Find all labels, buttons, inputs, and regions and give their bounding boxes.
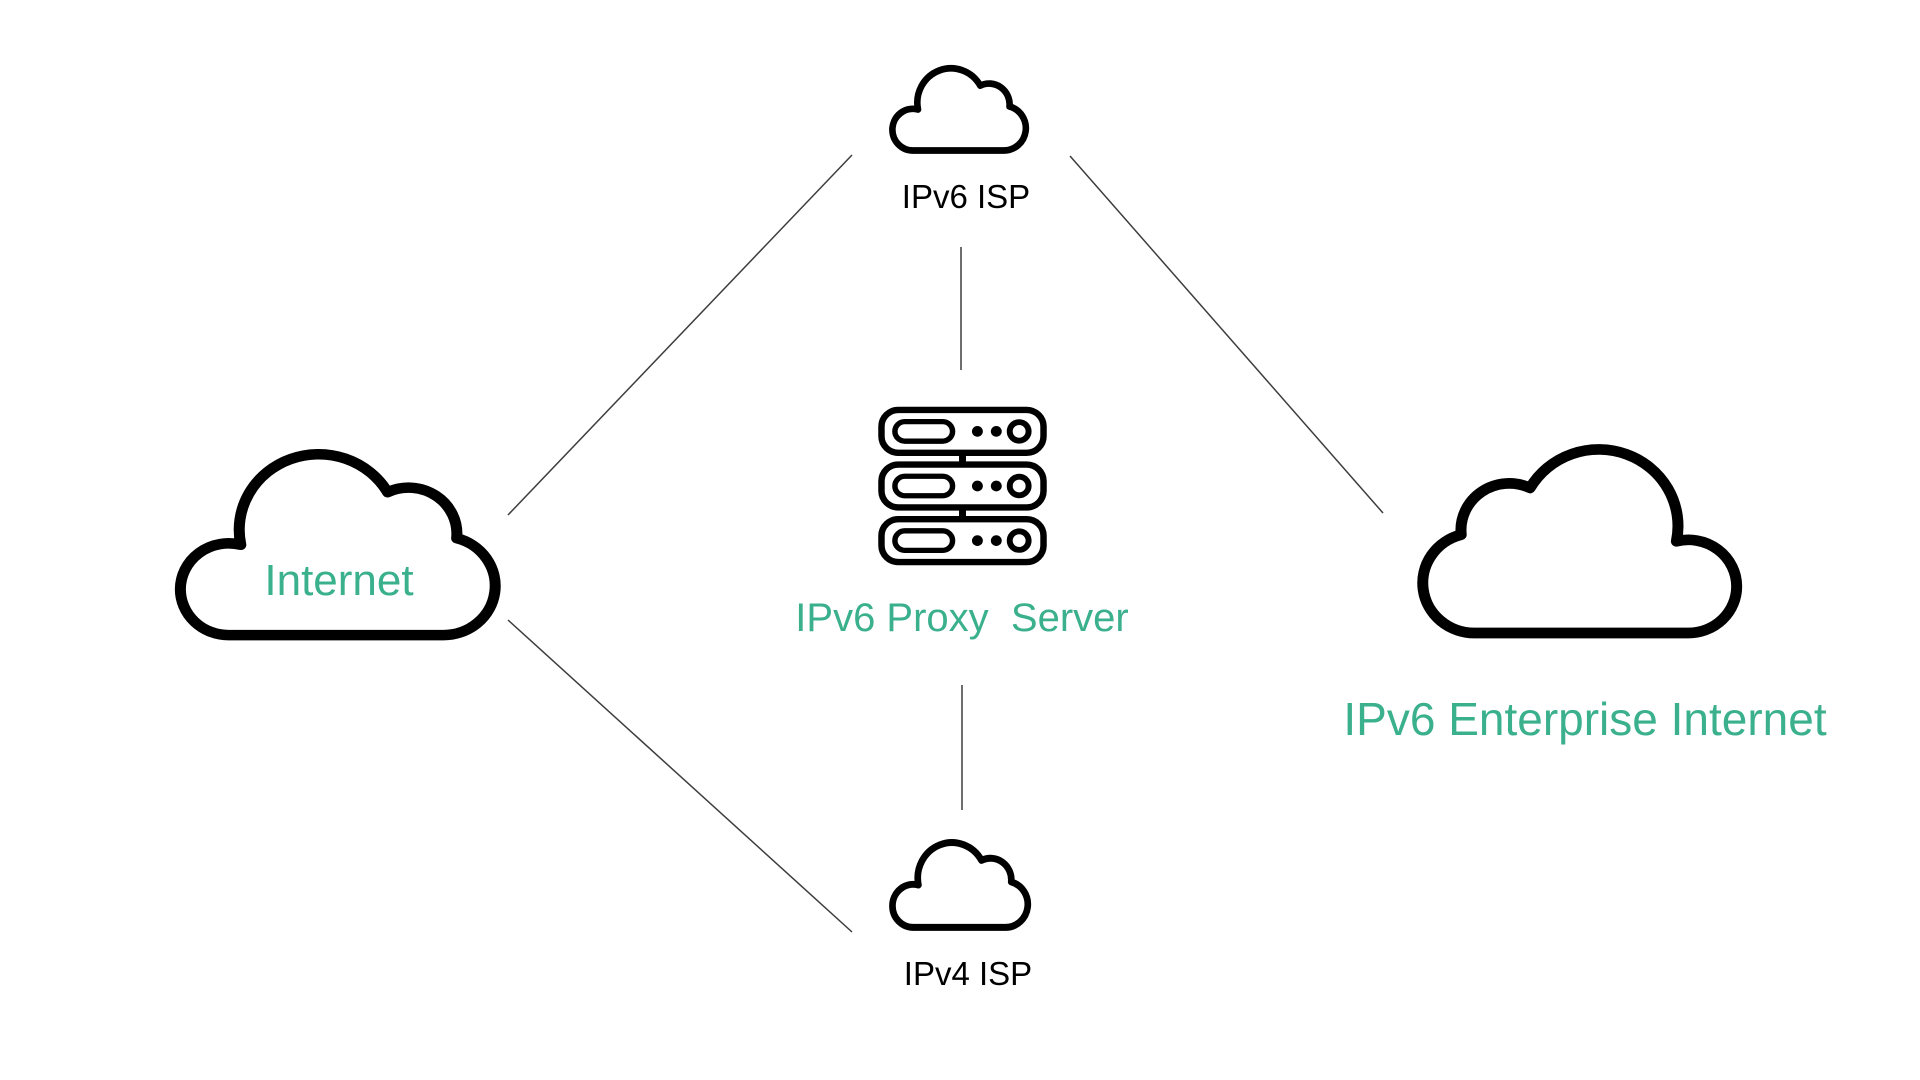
cloud-icon xyxy=(174,448,501,641)
server-unit xyxy=(878,515,1047,566)
proxy-server-label: IPv6 Proxy Server xyxy=(795,596,1129,640)
enterprise-internet-label: IPv6 Enterprise Internet xyxy=(1343,693,1827,745)
cloud-icon xyxy=(889,65,1030,154)
edge-internet-to-ipv4-isp xyxy=(507,619,853,933)
edge-ipv6-isp-to-enterprise xyxy=(1069,155,1384,514)
server-unit xyxy=(878,461,1047,511)
cloud-icon xyxy=(889,839,1032,931)
server-unit xyxy=(878,406,1047,457)
ipv6-isp-label: IPv6 ISP xyxy=(901,178,1031,215)
server-icon xyxy=(878,406,1047,566)
cloud-icon xyxy=(1417,444,1743,639)
edge-internet-to-ipv6-isp xyxy=(507,154,853,516)
internet-label: Internet xyxy=(264,556,414,605)
ipv4-isp-label: IPv4 ISP xyxy=(903,955,1033,992)
